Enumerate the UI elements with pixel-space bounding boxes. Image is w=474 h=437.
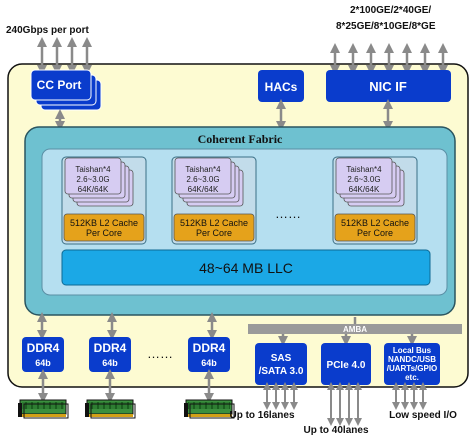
hacs-block: HACs: [258, 70, 304, 102]
core-frequency: 2.6~3.0G: [186, 175, 219, 184]
pcie-lane-arrows: [327, 382, 362, 426]
core-cluster-2: Taishan*4 2.6~3.0G 64K/64K 512KB L2 Cach…: [171, 156, 257, 245]
ddr-width: 64b: [102, 358, 118, 368]
sas-lanes-label: Up to 16lanes: [229, 410, 294, 421]
low-speed-io-label: Low speed I/O: [389, 410, 457, 421]
llc-block: [61, 249, 431, 286]
dimm-icon-1: [18, 399, 69, 419]
ddr-width: 64b: [201, 358, 217, 368]
nic-io-arrows: [330, 43, 448, 75]
cc-port-io-arrows: [37, 37, 92, 75]
nic-if-label: NIC IF: [369, 79, 407, 94]
core-cluster-1: Taishan*4 2.6~3.0G 64K/64K 512KB L2 Cach…: [61, 156, 147, 245]
core-ellipsis: ……: [275, 206, 301, 221]
local-bus-line2: NANDC/USB: [388, 355, 436, 364]
core-l1-cache: 64K/64K: [349, 185, 380, 194]
llc-label: 48~64 MB LLC: [199, 260, 293, 276]
pcie-lanes-label: Up to 40lanes: [303, 425, 368, 436]
sas-label-line2: /SATA 3.0: [259, 366, 304, 377]
amba-to-io-arrows: [278, 334, 417, 346]
l2-cache-label: 512KB L2 Cache: [180, 218, 248, 228]
ddr4-block-1: DDR4 64b: [22, 337, 64, 372]
ddr-memory-arrows: [38, 369, 214, 403]
l2-cache-per-core: Per Core: [357, 228, 393, 238]
ddr-width: 64b: [35, 358, 51, 368]
dimm-icon-2: [85, 399, 136, 419]
l2-cache-label: 512KB L2 Cache: [341, 218, 409, 228]
coherent-fabric-label: Coherent Fabric: [198, 132, 283, 146]
core-name: Taishan*4: [346, 165, 382, 174]
nic-if-block: NIC IF: [326, 70, 451, 102]
nic-ports-label-line1: 2*100GE/2*40GE/: [350, 5, 431, 16]
cc-port-label: CC Port: [37, 78, 82, 92]
amba-label: AMBA: [343, 325, 367, 334]
ddr-type: DDR4: [193, 341, 226, 355]
local-bus-block: Local Bus NANDC/USB /UARTs/GPIO etc.: [384, 343, 440, 385]
block-to-fabric-arrows: [55, 99, 393, 131]
sas-lane-arrows: [263, 382, 298, 410]
core-name: Taishan*4: [185, 165, 221, 174]
pcie-block: PCIe 4.0: [321, 343, 371, 385]
core-l1-cache: 64K/64K: [188, 185, 219, 194]
ddr-type: DDR4: [27, 341, 60, 355]
l2-cache-per-core: Per Core: [196, 228, 232, 238]
l2-cache-label: 512KB L2 Cache: [70, 218, 138, 228]
core-l1-cache: 64K/64K: [78, 185, 109, 194]
hacs-label: HACs: [265, 80, 298, 94]
l2-cache-per-core: Per Core: [86, 228, 122, 238]
fabric-to-ddr-arrows: [37, 312, 217, 340]
cc-port-block: CC Port: [30, 69, 102, 111]
ddr4-block-3: DDR4 64b: [188, 337, 230, 372]
local-bus-line4: etc.: [405, 373, 419, 382]
nic-ports-label-line2: 8*25GE/8*10GE/8*GE: [336, 21, 436, 32]
core-frequency: 2.6~3.0G: [347, 175, 380, 184]
cc-bandwidth-label: 240Gbps per port: [6, 25, 89, 36]
core-cluster-3: Taishan*4 2.6~3.0G 64K/64K 512KB L2 Cach…: [332, 156, 418, 245]
amba-bus: [248, 324, 462, 334]
low-speed-io-arrows: [392, 382, 427, 410]
pcie-label: PCIe 4.0: [327, 360, 366, 371]
ddr-type: DDR4: [94, 341, 127, 355]
dimm-icon-3: [184, 399, 235, 419]
local-bus-line3: /UARTs/GPIO: [387, 364, 438, 373]
core-frequency: 2.6~3.0G: [76, 175, 109, 184]
ddr4-block-2: DDR4 64b: [89, 337, 131, 372]
local-bus-line1: Local Bus: [393, 346, 432, 355]
core-name: Taishan*4: [75, 165, 111, 174]
sas-block: SAS /SATA 3.0: [255, 343, 307, 385]
ddr-ellipsis: ……: [147, 346, 173, 361]
sas-label-line1: SAS: [271, 353, 292, 364]
